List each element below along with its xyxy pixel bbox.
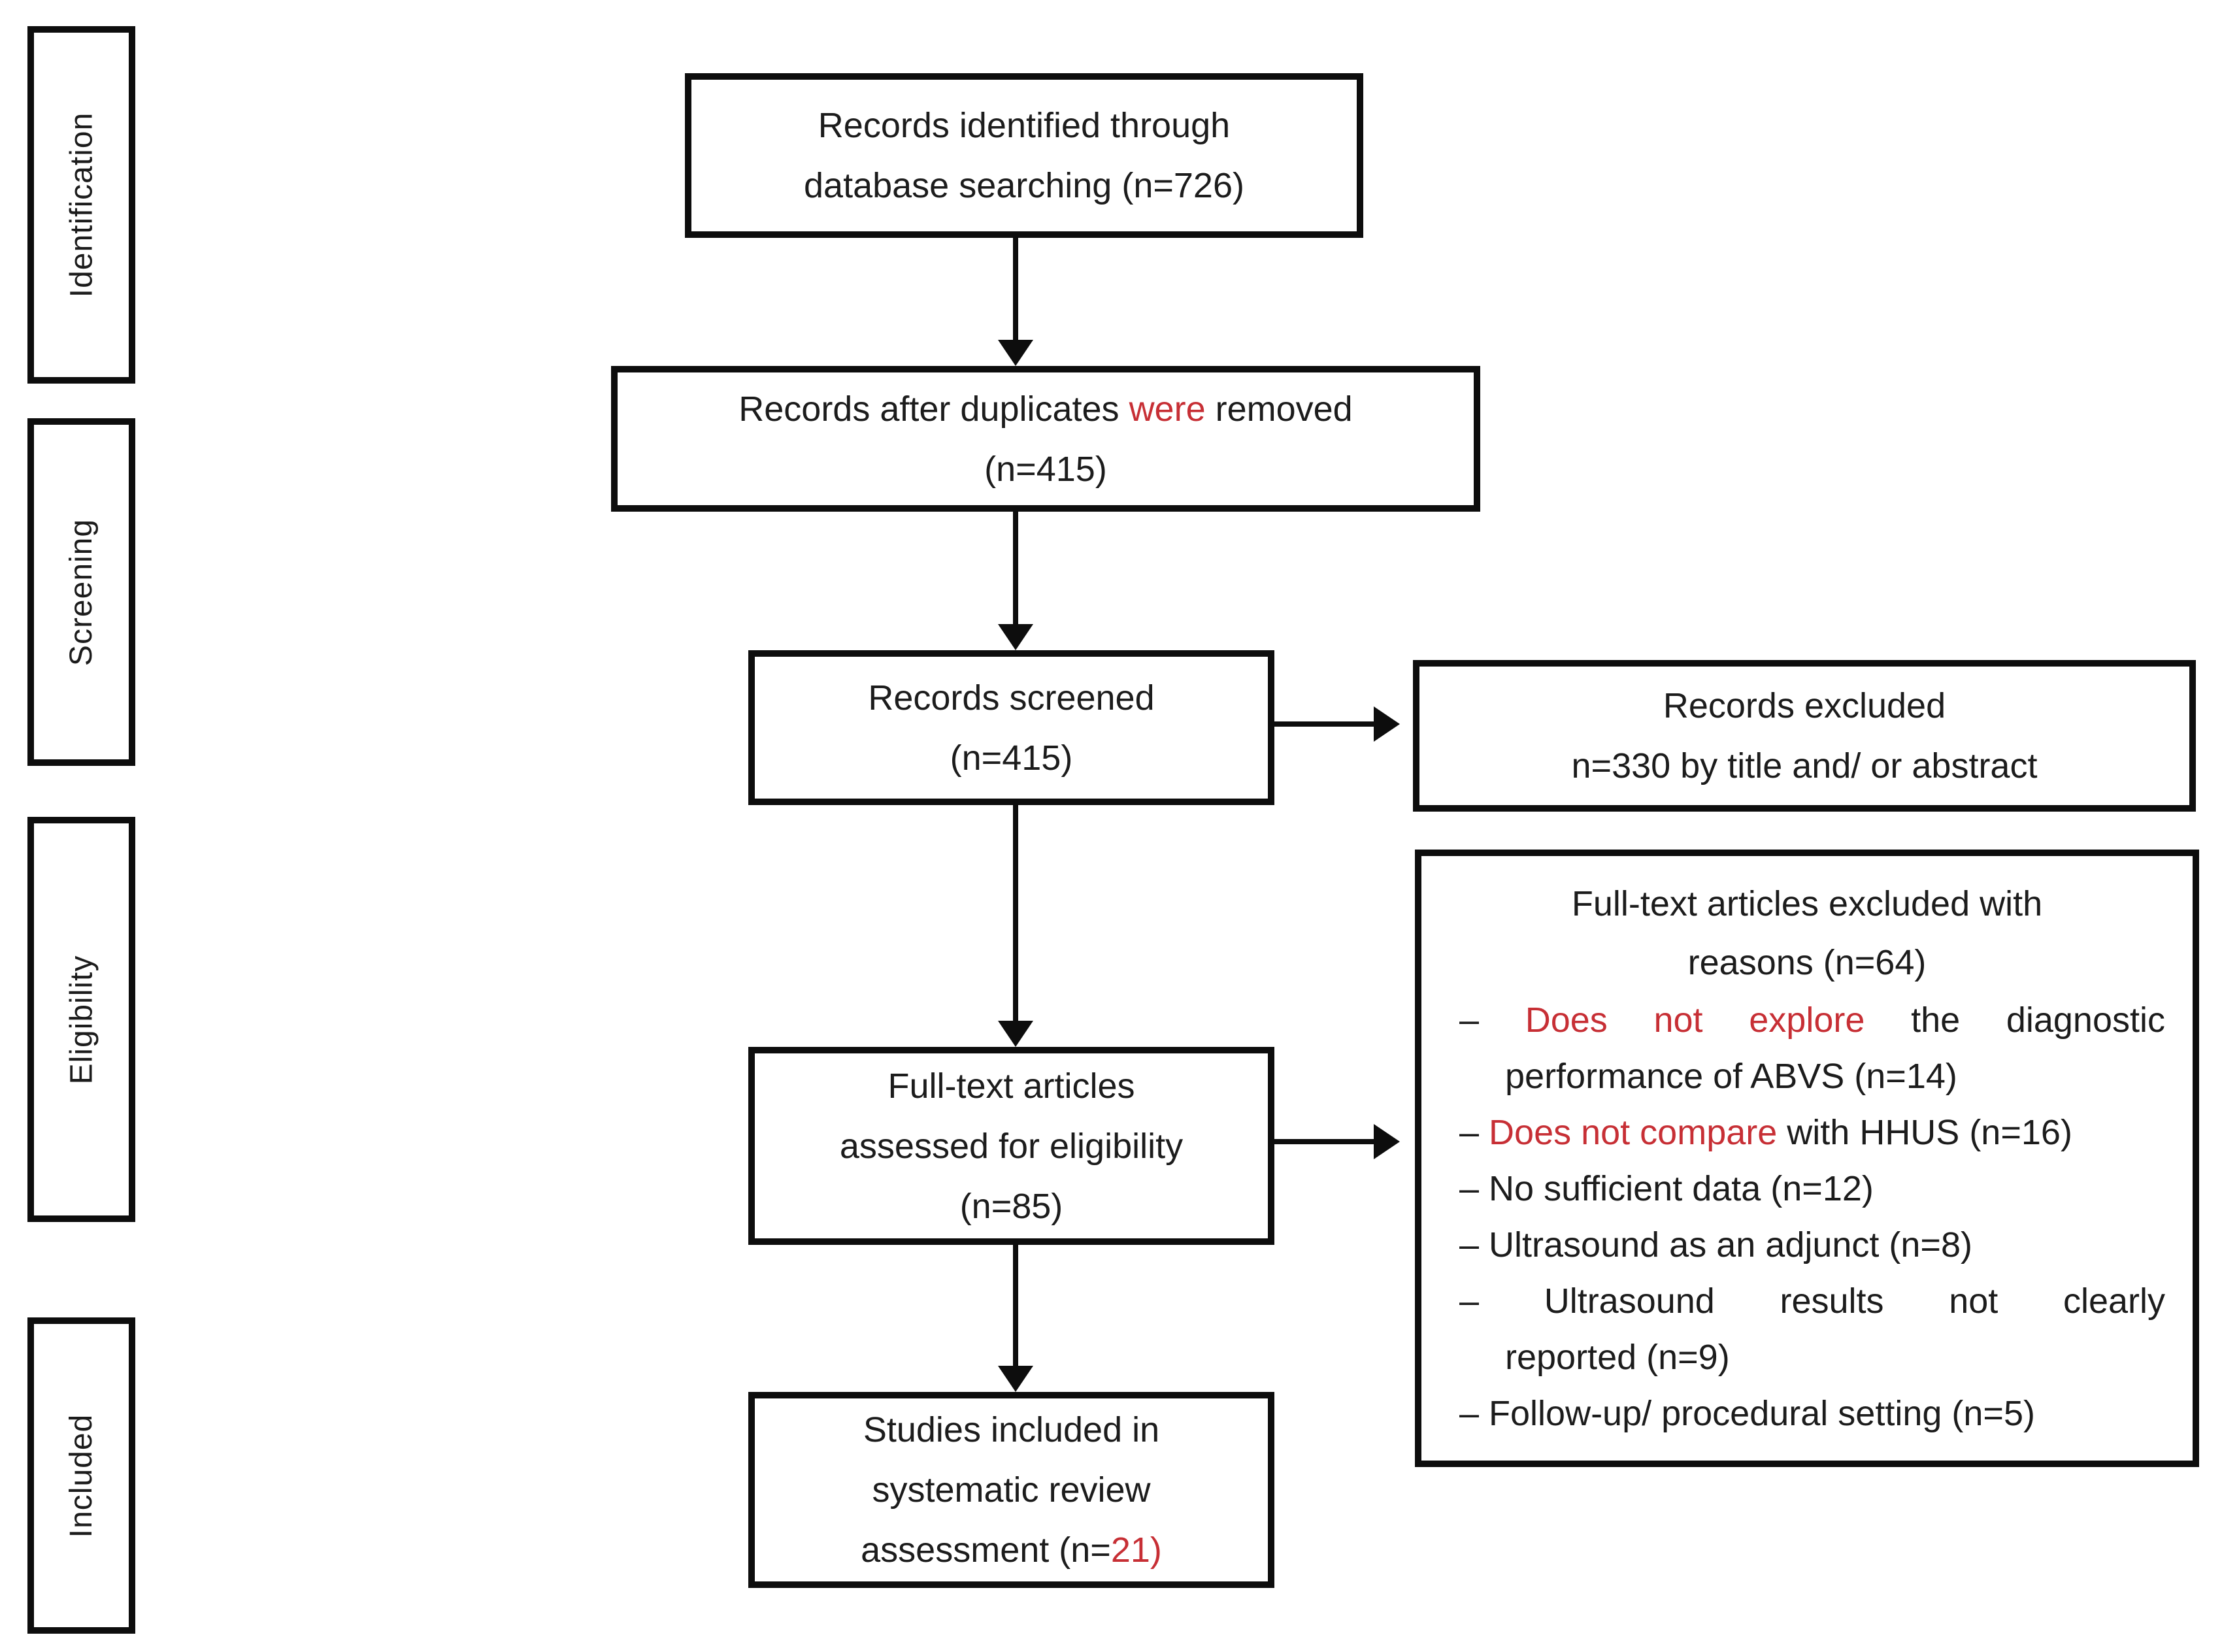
reason-explore-red: Does not explore	[1525, 1000, 1865, 1040]
reason-compare-red: Does not compare	[1489, 1113, 1778, 1152]
box-fulltext-assessed: Full-text articles assessed for eligibil…	[748, 1047, 1274, 1245]
arrow-fulltext-to-reasons-head	[1374, 1124, 1400, 1159]
box-records-excluded: Records excluded n=330 by title and/ or …	[1413, 660, 2196, 812]
stage-box-screening: Screening	[27, 418, 135, 766]
studies-included-line1: Studies included in	[863, 1410, 1160, 1449]
arrow-fulltext-to-included-head	[998, 1366, 1033, 1392]
records-excluded-line2: n=330 by title and/ or abstract	[1571, 746, 2038, 785]
arrow-duplicates-to-screened-head	[998, 624, 1033, 650]
arrow-fulltext-to-reasons-line	[1273, 1139, 1374, 1144]
stage-box-eligibility: Eligibility	[27, 817, 135, 1222]
arrow-duplicates-to-screened-line	[1013, 510, 1018, 625]
reason-explore-line1: – Does not explore the diagnostic	[1421, 992, 2193, 1048]
fulltext-assessed-line1: Full-text articles	[887, 1066, 1135, 1106]
stage-label-eligibility: Eligibility	[64, 955, 99, 1084]
fulltext-excluded-title2: reasons (n=64)	[1687, 943, 1927, 982]
reason-explore-dash: –	[1459, 1000, 1525, 1040]
duplicates-text-pre: Records after duplicates	[738, 389, 1129, 429]
records-screened-line1: Records screened	[868, 678, 1155, 718]
studies-included-count-pre: assessment (n=	[861, 1530, 1111, 1570]
stage-label-included: Included	[64, 1413, 99, 1538]
box-records-identified: Records identified through database sear…	[685, 73, 1363, 238]
box-duplicates-removed: Records after duplicates were removed (n…	[611, 366, 1480, 512]
stage-box-included: Included	[27, 1317, 135, 1634]
box-fulltext-excluded: Full-text articles excluded with reasons…	[1415, 850, 2199, 1467]
reason-compare-line: – Does not compare with HHUS (n=16)	[1421, 1104, 2193, 1161]
reason-followup-line: – Follow-up/ procedural setting (n=5)	[1459, 1394, 2035, 1433]
stage-box-identification: Identification	[27, 26, 135, 384]
reason-adjunct-line: – Ultrasound as an adjunct (n=8)	[1459, 1225, 1972, 1264]
arrow-identified-to-duplicates-line	[1013, 237, 1018, 342]
reason-explore-post: the diagnostic	[1865, 1000, 2165, 1040]
records-identified-line2: database searching (n=726)	[804, 166, 1244, 205]
box-studies-included: Studies included in systematic review as…	[748, 1392, 1274, 1588]
duplicates-text-post: removed	[1205, 389, 1353, 429]
studies-included-line2: systematic review	[872, 1470, 1151, 1510]
duplicates-removed-line1: Records after duplicates were removed	[738, 379, 1352, 439]
reason-results-line1: – Ultrasound results not clearly	[1459, 1281, 2165, 1321]
reason-compare-dash: –	[1459, 1113, 1489, 1152]
reason-compare-post: with HHUS (n=16)	[1777, 1113, 2072, 1152]
records-excluded-line1: Records excluded	[1663, 686, 1946, 725]
duplicates-removed-line2: (n=415)	[984, 449, 1107, 489]
records-identified-line1: Records identified through	[818, 106, 1231, 145]
stage-label-screening: Screening	[64, 518, 99, 666]
records-screened-line2: (n=415)	[950, 738, 1073, 778]
arrow-screened-to-fulltext-line	[1013, 802, 1018, 1022]
fulltext-assessed-line2: assessed for eligibility	[839, 1126, 1184, 1166]
reason-results-line2: reported (n=9)	[1505, 1338, 1730, 1377]
stage-label-identification: Identification	[64, 112, 99, 298]
duplicates-text-red: were	[1129, 389, 1206, 429]
studies-included-line3: assessment (n=21)	[861, 1520, 1162, 1580]
studies-included-count-red: 21)	[1110, 1530, 1162, 1570]
arrow-screened-to-fulltext-head	[998, 1021, 1033, 1047]
arrow-identified-to-duplicates-head	[998, 340, 1033, 366]
arrow-screened-to-excluded-line	[1273, 721, 1374, 727]
box-records-screened: Records screened (n=415)	[748, 650, 1274, 805]
arrow-screened-to-excluded-head	[1374, 706, 1400, 742]
fulltext-assessed-line3: (n=85)	[959, 1186, 1063, 1226]
arrow-fulltext-to-included-line	[1013, 1244, 1018, 1367]
fulltext-excluded-title1: Full-text articles excluded with	[1571, 884, 2043, 923]
reason-no-data-line: – No sufficient data (n=12)	[1459, 1169, 1874, 1208]
reason-explore-line2: performance of ABVS (n=14)	[1505, 1057, 1957, 1096]
